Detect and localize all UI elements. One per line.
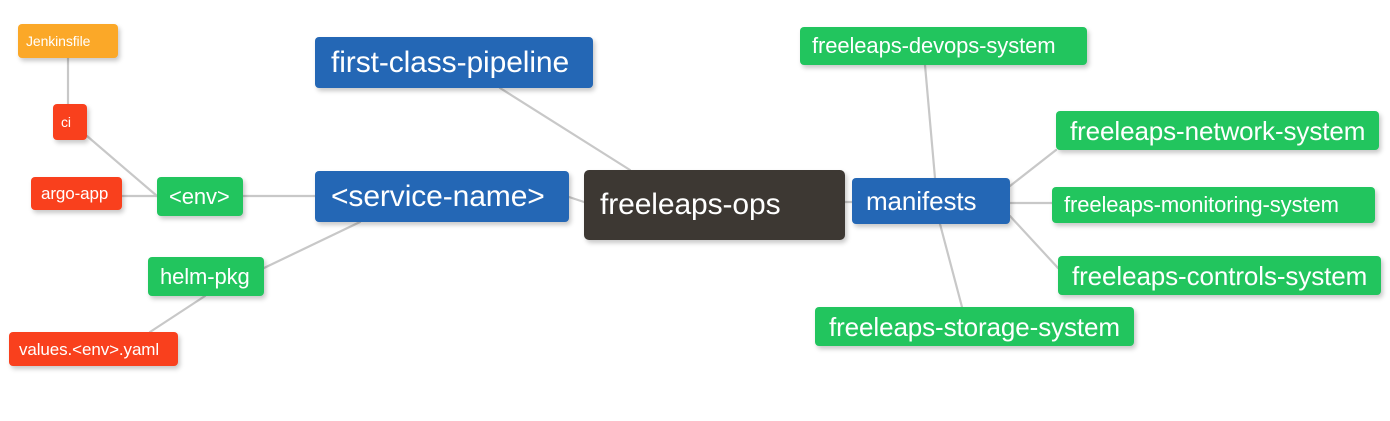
mindmap-node-label: helm-pkg	[160, 263, 250, 289]
edge-values-yaml-to-helm-pkg	[148, 294, 207, 334]
mindmap-node-jenkinsfile[interactable]: Jenkinsfile	[18, 24, 118, 58]
mindmap-node-manifests[interactable]: manifests	[852, 178, 1010, 224]
mindmap-node-helm-pkg[interactable]: helm-pkg	[148, 257, 264, 296]
mindmap-node-label: values.<env>.yaml	[19, 339, 160, 359]
mindmap-node-argo-app[interactable]: argo-app	[31, 177, 122, 210]
mindmap-node-values-yaml[interactable]: values.<env>.yaml	[9, 332, 178, 366]
edge-manifests-to-controls-system	[1008, 214, 1060, 270]
edge-service-name-to-freeleaps-ops	[567, 195, 586, 204]
mindmap-node-label: <service-name>	[331, 179, 545, 213]
mindmap-node-label: freeleaps-controls-system	[1072, 260, 1368, 291]
mindmap-node-label: <env>	[169, 183, 230, 209]
edge-manifests-to-storage-system	[938, 222, 964, 309]
mindmap-node-label: argo-app	[41, 184, 109, 203]
mindmap-node-network-system[interactable]: freeleaps-network-system	[1056, 111, 1380, 150]
mindmap-node-label: freeleaps-storage-system	[829, 311, 1120, 342]
mindmap-node-label: freeleaps-network-system	[1070, 115, 1366, 146]
mindmap-node-label: freeleaps-ops	[600, 188, 781, 221]
mindmap-node-devops-system[interactable]: freeleaps-devops-system	[800, 27, 1087, 65]
mindmap-node-first-class[interactable]: first-class-pipeline	[315, 37, 593, 88]
edge-manifests-to-network-system	[1008, 148, 1058, 188]
mindmap-node-service-name[interactable]: <service-name>	[315, 171, 569, 222]
mindmap-node-env[interactable]: <env>	[157, 177, 243, 216]
edge-manifests-to-devops-system	[923, 63, 937, 180]
mindmap-node-storage-system[interactable]: freeleaps-storage-system	[815, 307, 1134, 346]
edge-first-class-to-freeleaps-ops	[498, 86, 632, 172]
mindmap-node-ci[interactable]: ci	[53, 104, 87, 140]
mindmap-node-monitoring-system[interactable]: freeleaps-monitoring-system	[1052, 187, 1375, 223]
mindmap-node-label: freeleaps-devops-system	[812, 33, 1056, 58]
mindmap-node-label: Jenkinsfile	[26, 33, 91, 49]
mindmap-node-label: freeleaps-monitoring-system	[1064, 192, 1339, 217]
mindmap-node-label: ci	[61, 114, 71, 130]
edge-helm-pkg-to-service-name	[262, 220, 362, 270]
mindmap-node-controls-system[interactable]: freeleaps-controls-system	[1058, 256, 1382, 295]
mindmap-node-freeleaps-ops[interactable]: freeleaps-ops	[584, 170, 845, 240]
mindmap-node-label: first-class-pipeline	[331, 45, 570, 79]
mindmap-node-label: manifests	[866, 186, 977, 216]
